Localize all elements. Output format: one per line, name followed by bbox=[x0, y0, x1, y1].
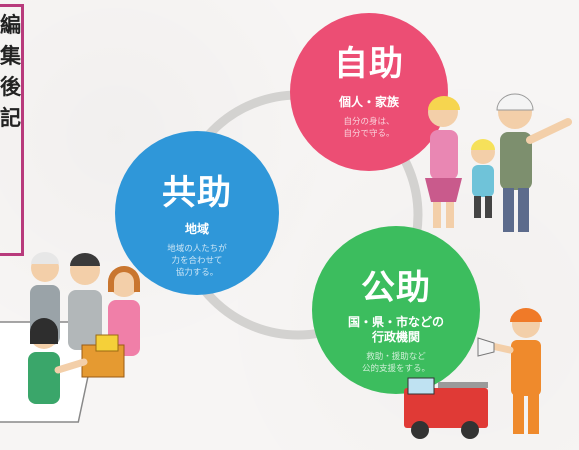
kyojo-circle bbox=[115, 131, 279, 295]
heading-char: 後 bbox=[0, 74, 21, 99]
kyojo-description: 地域の人たちが 力を合わせて 協力する。 bbox=[167, 244, 227, 278]
kojo-subtitle: 国・県・市などの 行政機関 bbox=[347, 315, 445, 344]
family-illustration bbox=[425, 93, 572, 232]
jijo-title: 自助 bbox=[334, 44, 404, 84]
jijo-subtitle: 個人・家族 bbox=[338, 95, 399, 109]
heading-char: 記 bbox=[0, 105, 21, 130]
kojo-title: 公助 bbox=[360, 268, 431, 308]
kyojo-label-group: 共助 地域 地域の人たちが 力を合わせて 協力する。 bbox=[162, 165, 232, 279]
jijo-circle bbox=[290, 13, 448, 171]
kojo-description: 救助・援助など 公的支援をする。 bbox=[361, 352, 431, 374]
jijo-description: 自分の身は、 自分で守る。 bbox=[343, 117, 395, 139]
editor-note-heading: 編 集 後 記 bbox=[0, 4, 24, 256]
kojo-circle bbox=[312, 226, 480, 394]
community-illustration bbox=[0, 252, 140, 423]
jijo-label-group: 自助 個人・家族 自分の身は、 自分で守る。 bbox=[334, 36, 404, 140]
kyojo-subtitle: 地域 bbox=[184, 222, 209, 236]
fire-response-illustration bbox=[404, 308, 542, 439]
kyojo-title: 共助 bbox=[162, 173, 232, 213]
heading-char: 編 bbox=[0, 12, 21, 37]
kojo-label-group: 公助 国・県・市などの 行政機関 救助・援助など 公的支援をする。 bbox=[348, 260, 444, 375]
heading-char: 集 bbox=[0, 43, 21, 68]
